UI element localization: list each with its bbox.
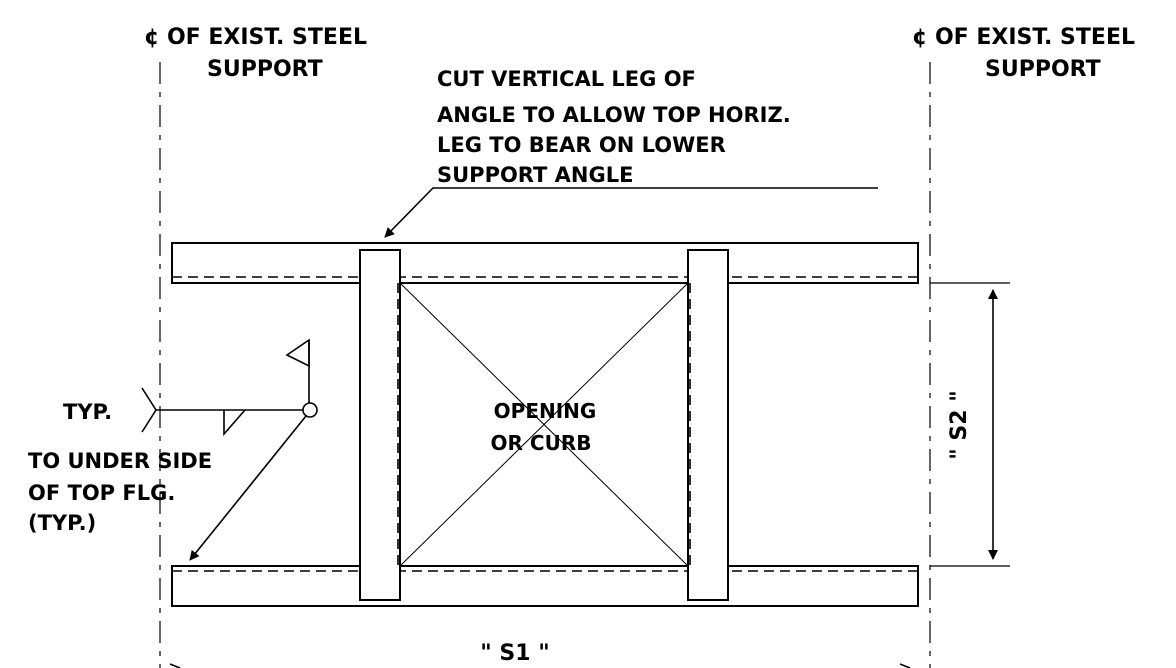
opening-label-1: OPENING: [494, 399, 597, 423]
note-line-3: LEG TO BEAR ON LOWER: [437, 133, 726, 157]
left-centerline-label: ¢ OF EXIST. STEEL: [144, 25, 367, 50]
note-line-2: ANGLE TO ALLOW TOP HORIZ.: [437, 103, 791, 127]
weld-field-flag: [285, 338, 310, 368]
opening-label-2: OR CURB: [491, 431, 592, 455]
left-vertical-angle: [359, 249, 401, 601]
weld-note-3: (TYP.): [28, 511, 96, 535]
right-centerline-label-2: SUPPORT: [985, 57, 1101, 82]
s2-dimension-label: " S2 ": [947, 390, 972, 459]
weld-fillet-below: [223, 409, 246, 437]
opening-diagonal-2: [399, 282, 689, 567]
weld-tail: [141, 387, 157, 433]
note-line-4: SUPPORT ANGLE: [437, 163, 633, 187]
right-vertical-angle: [687, 249, 729, 601]
top-support-angle: [171, 242, 919, 284]
typ-label: TYP.: [63, 400, 112, 424]
note-leader: [384, 187, 878, 238]
weld-note-2: OF TOP FLG.: [28, 481, 175, 505]
s1-dimension-label: " S1 ": [480, 641, 549, 666]
s1-tick-right: [899, 663, 911, 668]
note-line-1: CUT VERTICAL LEG OF: [437, 67, 696, 91]
weld-note-1: TO UNDER SIDE: [28, 449, 212, 473]
weld-arrow: [189, 415, 307, 561]
s1-tick-left: [169, 663, 181, 668]
bottom-support-angle: [171, 565, 919, 607]
right-centerline-label: ¢ OF EXIST. STEEL: [912, 25, 1135, 50]
weld-all-around-circle: [302, 402, 318, 418]
left-centerline-label-2: SUPPORT: [207, 57, 323, 82]
